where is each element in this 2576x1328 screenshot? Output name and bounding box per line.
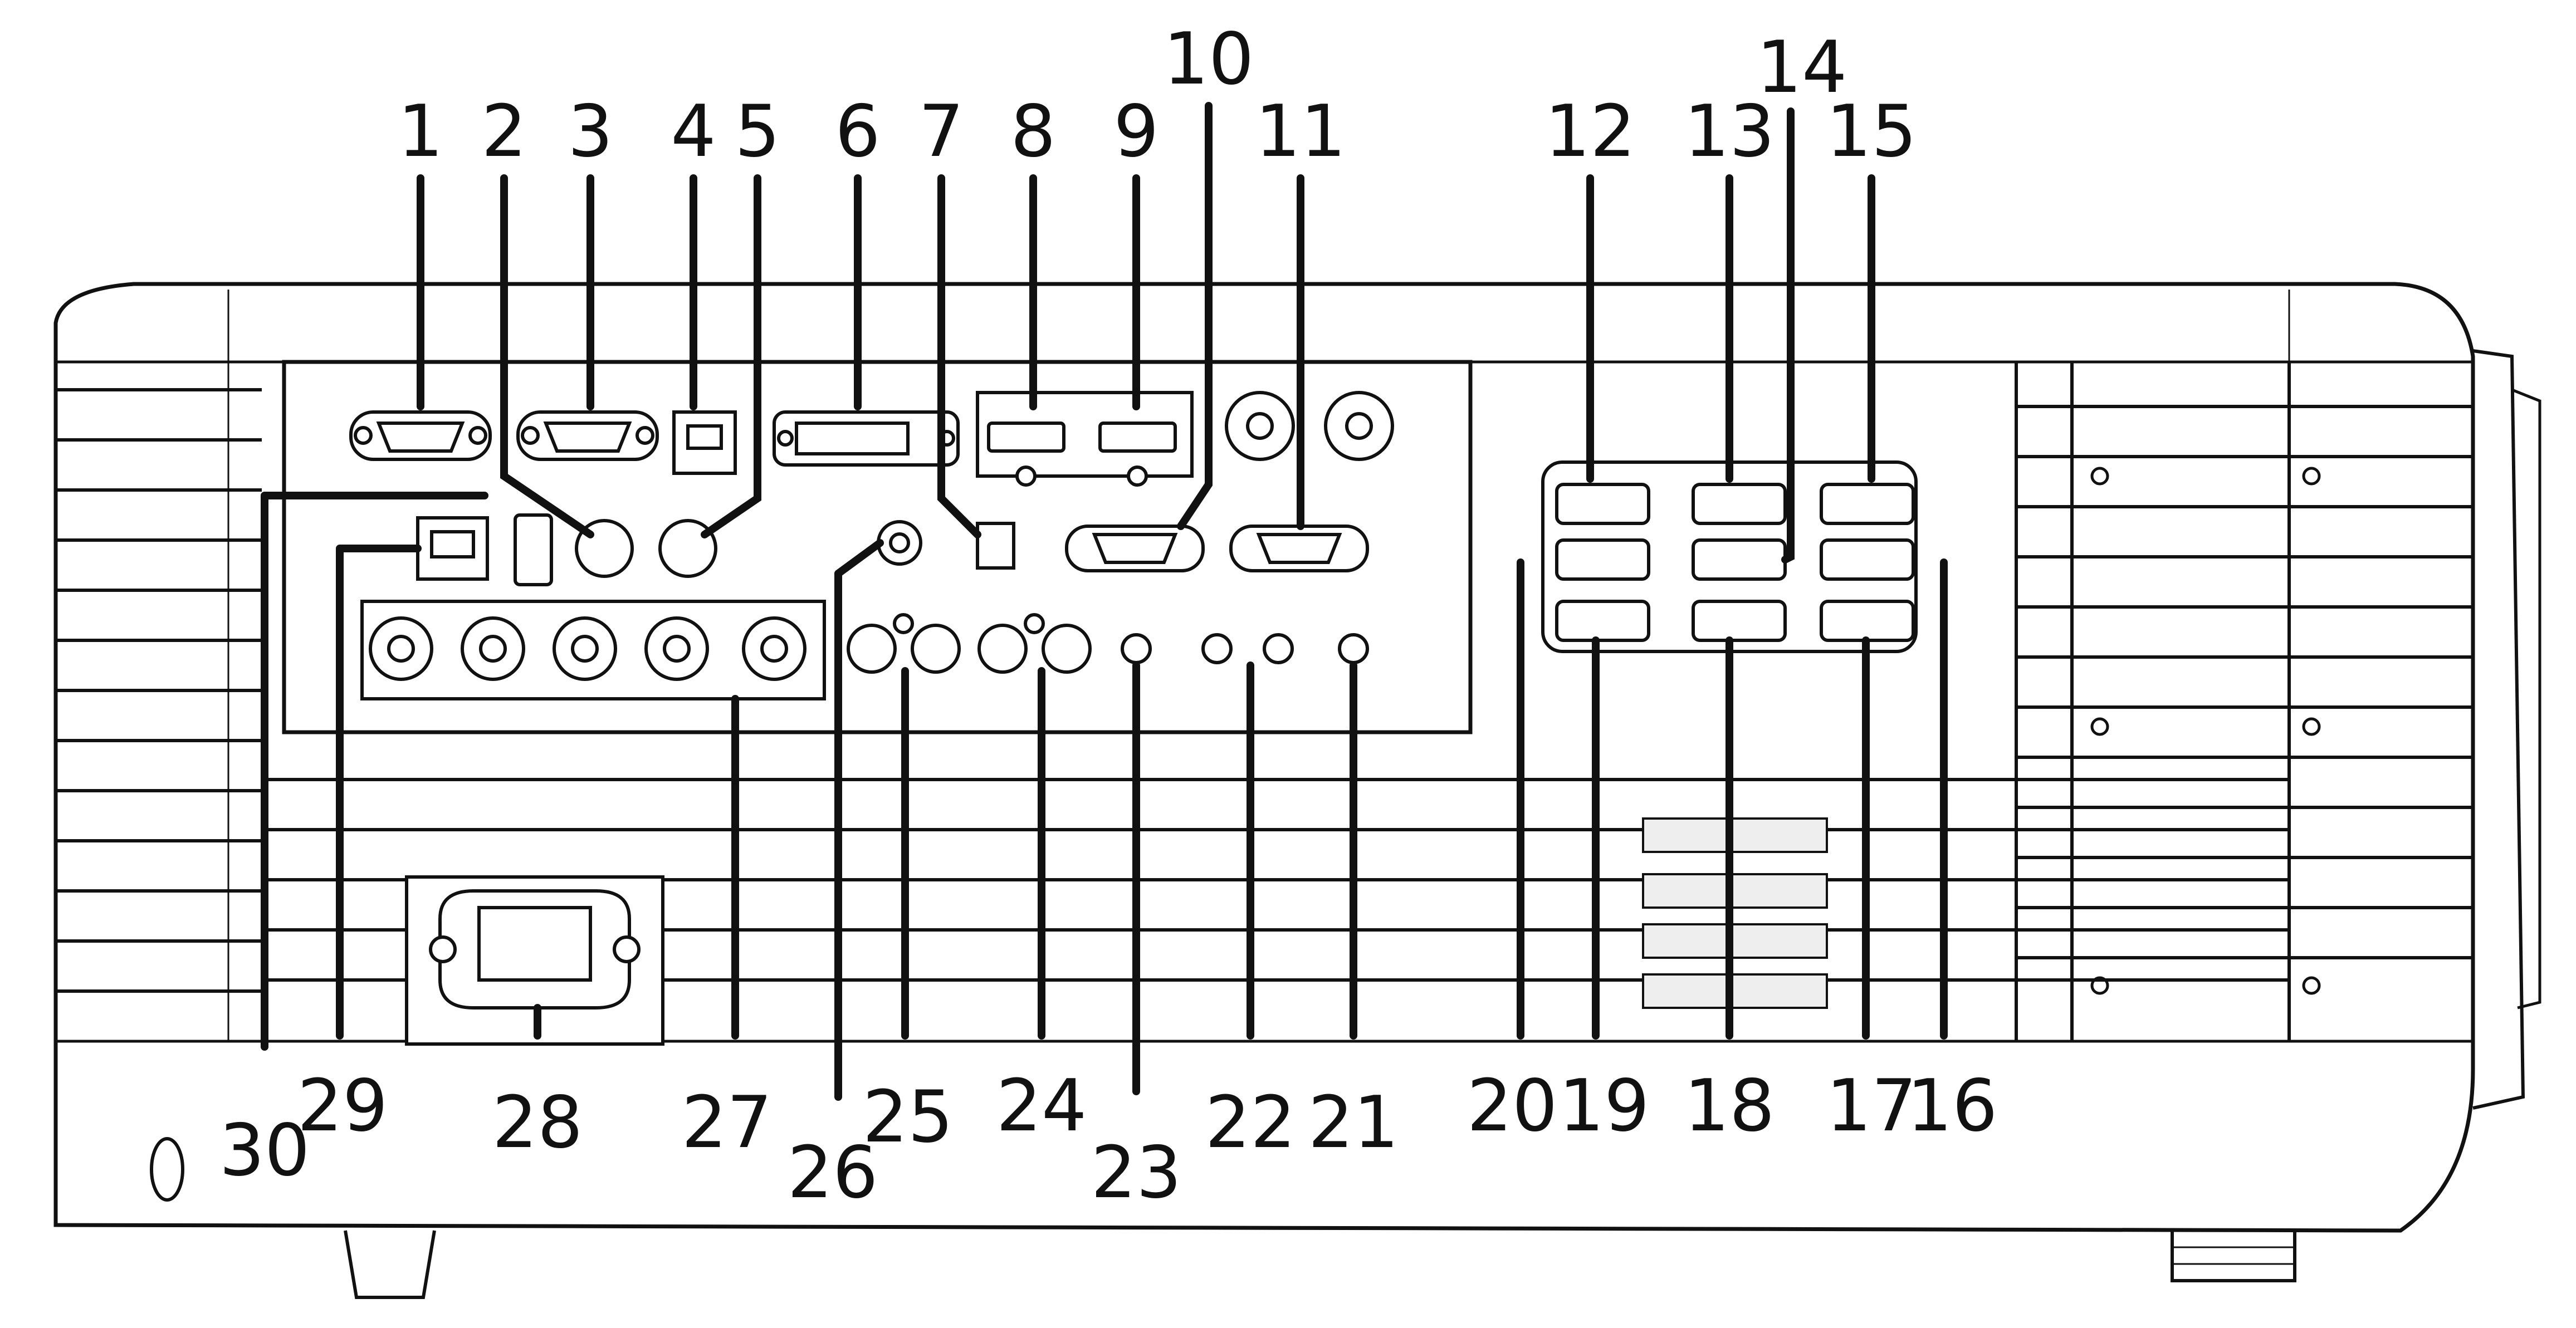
connector-27-bnc-row: [360, 600, 826, 700]
speaker-grille: [1642, 817, 1828, 1009]
connector-3-vga-out: [516, 410, 659, 461]
callout-12: 12: [1545, 90, 1636, 173]
callout-14: 14: [1757, 26, 1847, 109]
callout-16: 16: [1907, 1065, 1998, 1148]
callout-5: 5: [735, 90, 780, 173]
indicator-panel: [1541, 460, 1918, 653]
callout-20: 20: [1467, 1065, 1558, 1148]
callout-8: 8: [1010, 90, 1055, 173]
bnc-sync-connectors: [1225, 391, 1394, 461]
callout-27: 27: [682, 1081, 773, 1164]
leader-lines: [261, 102, 1948, 1101]
callout-30: 30: [219, 1109, 310, 1192]
callout-17: 17: [1826, 1065, 1917, 1148]
callout-13: 13: [1684, 90, 1775, 173]
connector-10-rs232-in: [1065, 525, 1205, 572]
callout-2: 2: [481, 90, 526, 173]
connector-24-rca-pair: [977, 613, 1092, 674]
connector-1-vga-in: [349, 410, 492, 461]
callout-19: 19: [1559, 1065, 1650, 1148]
callout-6: 6: [835, 90, 880, 173]
callout-22: 22: [1205, 1081, 1296, 1164]
callout-4: 4: [671, 90, 716, 173]
connector-25-rca-pair: [847, 613, 961, 674]
callout-15: 15: [1826, 90, 1917, 173]
callout-7: 7: [918, 90, 964, 173]
connector-11-rs232-out: [1229, 525, 1369, 572]
hdmi-frame: [976, 391, 1194, 478]
callout-10: 10: [1164, 18, 1254, 101]
right-vent: [2015, 362, 2473, 1041]
connector-29-hdbaset: [416, 516, 489, 581]
bottom-vent: [262, 778, 2289, 982]
callout-23: 23: [1091, 1131, 1182, 1214]
callout-1: 1: [398, 90, 443, 173]
callout-29: 29: [297, 1065, 388, 1148]
callout-numbers: 1 2 3 4 5 6 7 8 9 10 11 12 13 14 15 16 1…: [219, 18, 1998, 1214]
connector-26-audio-jack: [877, 520, 922, 566]
left-vent: [56, 388, 262, 993]
connector-7-usb-b: [976, 522, 1015, 570]
connector-6-dvi: [773, 410, 960, 467]
right-vent-screws: [2090, 467, 2321, 995]
usb-port: [514, 513, 553, 586]
callout-9: 9: [1113, 90, 1159, 173]
callout-26: 26: [788, 1131, 878, 1214]
callout-25: 25: [863, 1076, 954, 1159]
callout-21: 21: [1308, 1081, 1399, 1164]
callout-11: 11: [1255, 90, 1346, 173]
callout-3: 3: [568, 90, 613, 173]
connector-9-hdmi-2: [1098, 422, 1177, 487]
callout-28: 28: [492, 1081, 583, 1164]
connector-4-lan: [672, 410, 737, 475]
connector-8-hdmi-1: [987, 422, 1065, 487]
callout-24: 24: [996, 1065, 1087, 1148]
callout-18: 18: [1684, 1065, 1775, 1148]
